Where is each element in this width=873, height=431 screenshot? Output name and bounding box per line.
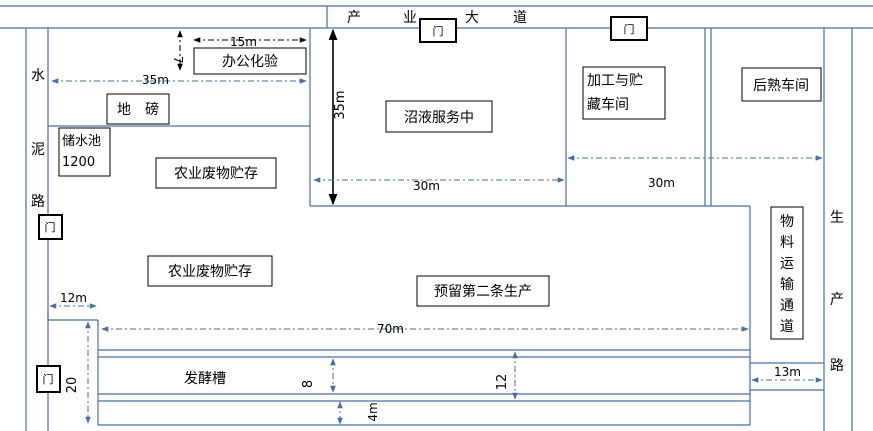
dim-35m-horizontal: 35m (142, 73, 169, 87)
road-right-label: 生 产 路 (830, 210, 844, 374)
reservoir-label: 储水池 (62, 134, 101, 149)
transport-char: 输 (780, 277, 794, 293)
gate-left-upper: 门 (38, 214, 63, 240)
reservoir-capacity: 1200 (62, 155, 95, 170)
dim-13m: 13m (774, 365, 801, 379)
road-top-char: 道 (513, 10, 527, 26)
reserved-production-line: 预留第二条生产 (416, 275, 550, 307)
dim-30m-left: 30m (413, 179, 440, 193)
road-top-label: 产 业 大 道 (347, 10, 527, 26)
dim-35m-vertical: 35m (333, 90, 348, 119)
transport-char: 料 (780, 235, 794, 251)
processing-workshop: 加工与贮 藏车间 (582, 66, 666, 120)
biogas-center-label: 沼液服务中 (404, 110, 474, 126)
gate-label: 门 (43, 372, 54, 386)
transport-char: 运 (780, 256, 794, 272)
zone-outlines (47, 28, 824, 426)
road-right-char: 路 (830, 358, 844, 374)
transport-char: 道 (780, 319, 794, 335)
dim-70m: 70m (377, 322, 404, 336)
biogas-service-center: 沼液服务中 (385, 100, 493, 133)
dim-7: 7 (171, 56, 185, 64)
weighbridge-label: 地 磅 (117, 101, 159, 118)
gate-left-lower: 门 (36, 365, 61, 393)
road-right-char: 生 (830, 210, 844, 226)
storage-upper: 农业废物贮存 (155, 157, 277, 189)
dim-12: 12 (495, 374, 510, 391)
curing-label: 后熟车间 (753, 77, 809, 94)
road-top-char: 大 (465, 10, 479, 26)
gate-label: 门 (624, 22, 635, 36)
weighbridge: 地 磅 (106, 93, 170, 125)
processing-label-line2: 藏车间 (587, 96, 629, 113)
road-right-char: 产 (830, 292, 844, 308)
storage-lower-label: 农业废物贮存 (168, 264, 252, 280)
material-transport-channel: 物 料 运 输 通 道 (770, 206, 804, 340)
road-left-char: 水 (31, 68, 45, 84)
dim-8: 8 (301, 380, 316, 388)
road-top-char: 业 (403, 10, 417, 26)
road-top-char: 产 (347, 10, 361, 26)
dim-30m-right: 30m (648, 176, 675, 190)
dimension-labels: 15m 7 35m 35m 30m 30m 12m 70m 20 8 12 4m… (60, 35, 801, 422)
gate-label: 门 (433, 24, 444, 38)
gate-top-right: 门 (610, 16, 648, 41)
storage-lower: 农业废物贮存 (147, 255, 273, 287)
transport-char: 物 (780, 214, 794, 230)
gate-top-left: 门 (419, 18, 457, 43)
office-building: 办公化验 (193, 47, 307, 75)
gate-label: 门 (45, 220, 56, 234)
road-left-char: 泥 (31, 142, 45, 158)
dim-20: 20 (65, 377, 80, 394)
reservoir: 储水池 1200 (58, 127, 111, 177)
dim-15m: 15m (230, 35, 257, 49)
fermentation-tank-label: 发酵槽 (184, 371, 226, 387)
dim-4m: 4m (366, 402, 380, 421)
curing-workshop: 后熟车间 (741, 67, 822, 102)
transport-char: 通 (780, 298, 794, 314)
storage-upper-label: 农业废物贮存 (174, 166, 258, 182)
road-left-label: 水 泥 路 (31, 68, 45, 210)
processing-label-line1: 加工与贮 (587, 73, 643, 89)
dimension-lines (49, 28, 823, 425)
reserved-line-label: 预留第二条生产 (434, 283, 532, 300)
road-left-char: 路 (31, 194, 45, 210)
office-label: 办公化验 (222, 54, 278, 70)
dim-12m: 12m (60, 291, 87, 305)
